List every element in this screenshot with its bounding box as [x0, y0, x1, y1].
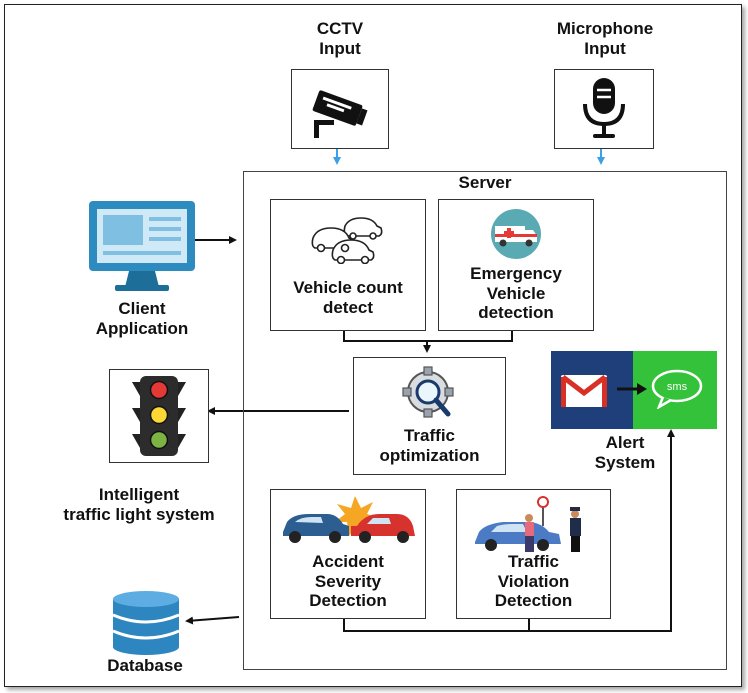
cctv-box: [291, 69, 389, 149]
server-container: [243, 171, 727, 670]
sms-tile: sms: [633, 351, 717, 429]
gmail-icon: [561, 375, 607, 407]
database-icon: [112, 591, 180, 655]
traffic-light-box: [109, 369, 209, 463]
car-crash-icon: [283, 496, 415, 543]
microphone-box: [554, 69, 654, 149]
svg-text:sms: sms: [667, 381, 688, 393]
alert-arrow: [617, 383, 647, 395]
traffic-light-icon: [132, 376, 186, 456]
traffic-police-icon: [475, 496, 581, 552]
alert-system-box: sms: [551, 351, 717, 429]
connectors: [185, 147, 675, 632]
to-alert-line: [343, 429, 675, 632]
database-label: Database: [107, 656, 183, 675]
cctv-camera-icon: [312, 90, 368, 138]
to-database-arrow: [185, 616, 240, 625]
server-title: Server: [458, 173, 512, 192]
microphone-icon: [583, 78, 625, 138]
ambulance-icon: [491, 209, 541, 259]
sms-icon: sms: [651, 369, 703, 409]
monitor-icon: [89, 201, 195, 291]
gear-magnifier-icon: [402, 366, 454, 418]
cars-icon: [311, 217, 383, 264]
